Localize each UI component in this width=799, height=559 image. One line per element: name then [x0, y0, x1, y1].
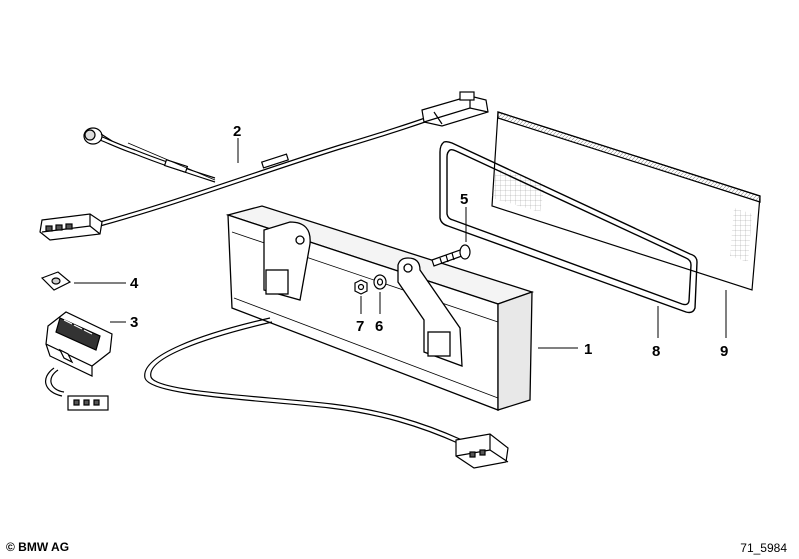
- part-label-3: 3: [130, 314, 138, 331]
- glass-cover-part: [491, 111, 761, 291]
- washer-part: [373, 274, 387, 290]
- part-label-7: 7: [356, 318, 364, 335]
- screw-part: [431, 244, 471, 267]
- part-label-6: 6: [375, 318, 383, 335]
- copyright-text: © BMW AG: [6, 540, 70, 554]
- part-label-4: 4: [130, 275, 139, 292]
- gasket-part: [439, 140, 698, 314]
- housing-cable-part: [144, 317, 463, 445]
- lamp-housing-part: [225, 205, 535, 411]
- housing-plug-icon: [455, 433, 509, 469]
- diagram-reference-number: 71_5984: [740, 541, 787, 555]
- part-label-8: 8: [652, 343, 660, 360]
- part-label-5: 5: [460, 191, 468, 208]
- wiring-harness-part: [99, 117, 426, 227]
- harness-plug-right-icon: [421, 91, 489, 127]
- part-label-2: 2: [233, 123, 241, 140]
- round-connector-icon: [83, 127, 113, 145]
- part-label-9: 9: [720, 343, 728, 360]
- nut-part: [354, 279, 368, 295]
- part-label-1: 1: [584, 341, 592, 358]
- clip-nut-part: [40, 271, 72, 291]
- switch-part: [45, 311, 113, 411]
- harness-plug-left-icon: [39, 213, 103, 241]
